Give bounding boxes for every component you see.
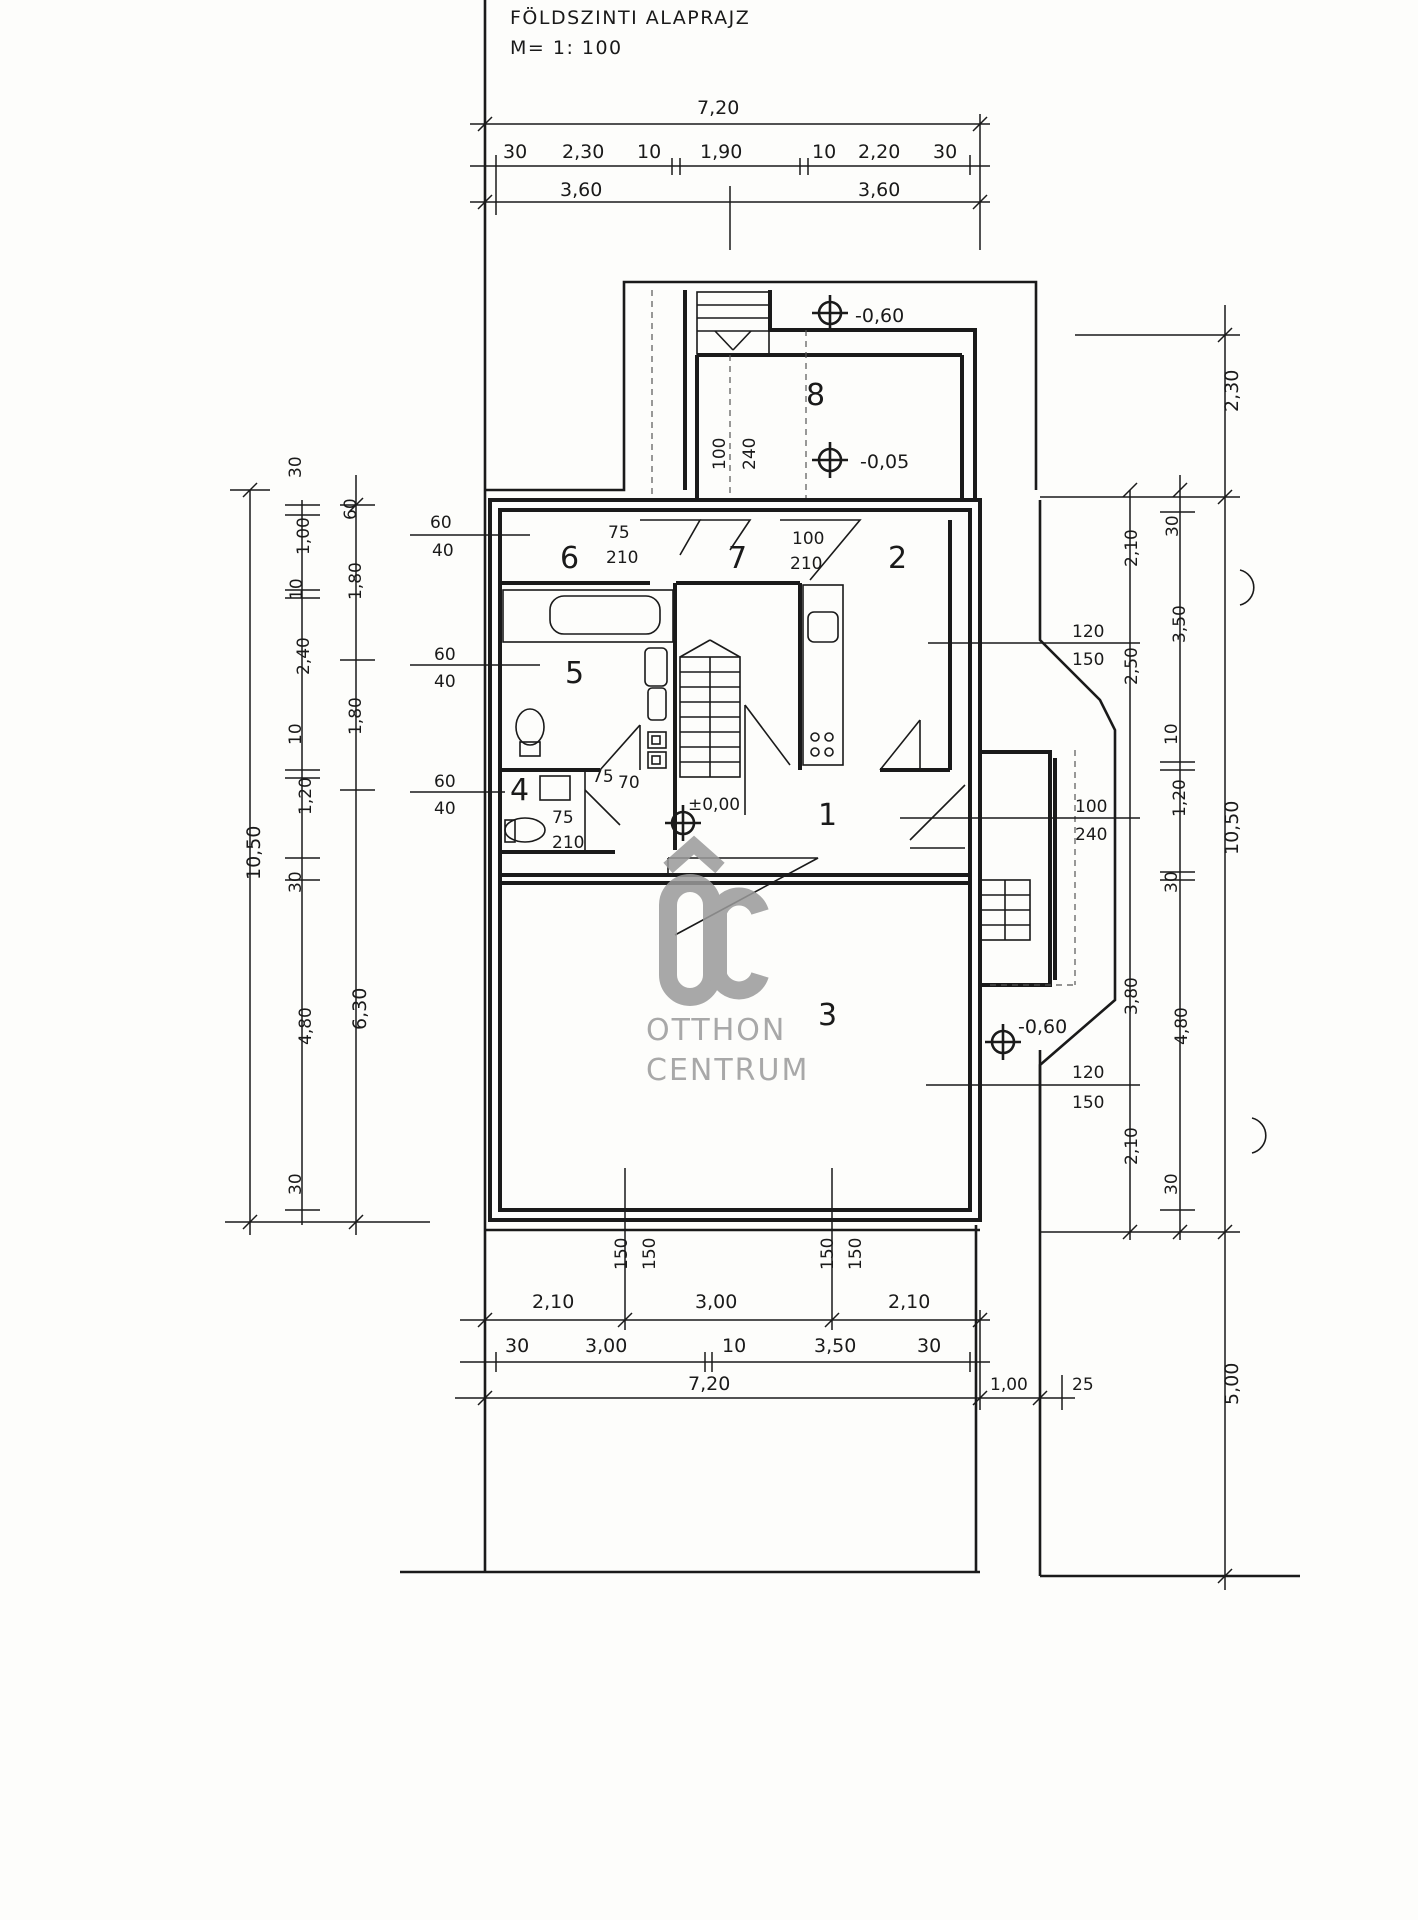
window-5-width: 60	[434, 645, 456, 665]
dim-right-inner: 30	[1162, 1173, 1182, 1195]
door-6-height: 210	[606, 548, 638, 568]
level-stair-top: -0,60	[855, 305, 904, 327]
window-2-width: 120	[1072, 622, 1104, 642]
dim-right-inner: 30	[1163, 515, 1183, 537]
window-3-height: 150	[1072, 1093, 1104, 1113]
dim-top-seg: 30	[503, 141, 527, 163]
dim-left-inner: 30	[286, 456, 306, 478]
dim-top-seg: 2,30	[562, 141, 604, 163]
dim-top-seg: 10	[637, 141, 661, 163]
dim-bottom-seg: 3,00	[585, 1335, 627, 1357]
dim-left-outer: 60	[341, 498, 361, 520]
dim-right-upper: 2,30	[1221, 370, 1243, 412]
sill-a-2: 150	[640, 1238, 660, 1270]
window-6-width: 60	[430, 513, 452, 533]
dim-bottom-seg: 30	[505, 1335, 529, 1357]
dim-top-half-right: 3,60	[858, 179, 900, 201]
door-4-leaf2: 70	[618, 773, 640, 793]
dim-bottom-seg: 10	[722, 1335, 746, 1357]
entry-window-height: 240	[1075, 825, 1107, 845]
watermark-monogram: OC	[0, 0, 2, 1]
dim-right-lower: 5,00	[1221, 1363, 1243, 1405]
dim-bottom-seg: 30	[917, 1335, 941, 1357]
stair-width: 100	[710, 438, 730, 470]
dim-left-inner: 10	[287, 578, 307, 600]
sill-a-1: 150	[612, 1238, 632, 1270]
dim-top-seg: 10	[812, 141, 836, 163]
room-1-label: 1	[818, 798, 837, 833]
dim-left-total: 10,50	[243, 826, 265, 880]
watermark-roof-icon	[663, 835, 725, 874]
level-entry: ±0,00	[688, 795, 740, 815]
dim-top-seg: 30	[933, 141, 957, 163]
dim-right-inner: 4,80	[1172, 1007, 1192, 1045]
door-6-width: 75	[608, 523, 630, 543]
watermark-line1: OTTHON	[646, 1013, 786, 1048]
window-2-height: 150	[1072, 650, 1104, 670]
dim-right-inner: 1,20	[1170, 779, 1190, 817]
door-4-width: 75	[552, 808, 574, 828]
dim-left-inner: 30	[286, 1173, 306, 1195]
sill-b-1: 150	[818, 1238, 838, 1270]
dim-left-inner: 4,80	[296, 1007, 316, 1045]
sill-b-2: 150	[846, 1238, 866, 1270]
dim-bottom-opening: 2,10	[888, 1291, 930, 1313]
room-6-label: 6	[560, 541, 579, 576]
entry-window-width: 100	[1075, 797, 1107, 817]
dim-right-inner: 10	[1162, 723, 1182, 745]
otthon-centrum-watermark: OC OTTHON CENTRUM	[0, 0, 809, 1088]
dim-bottom-side: 1,00	[990, 1375, 1028, 1395]
level-terrace: -0,60	[1018, 1016, 1067, 1038]
dim-left-inner: 1,20	[296, 777, 316, 815]
door-4-leaf: 75	[592, 767, 614, 787]
window-4-height: 40	[434, 799, 456, 819]
room-3-label: 3	[818, 998, 837, 1033]
dim-left-inner: 2,40	[294, 637, 314, 675]
dim-bottom-total: 7,20	[688, 1373, 730, 1395]
dim-left-outer: 1,80	[346, 697, 366, 735]
dim-left-inner: 30	[286, 871, 306, 893]
room-5-label: 5	[565, 656, 584, 691]
room-7-label: 7	[728, 541, 747, 576]
dim-top-total: 7,20	[697, 97, 739, 119]
dim-right-outer: 2,10	[1122, 529, 1142, 567]
door-2-height: 210	[790, 554, 822, 574]
dim-left-outer: 1,80	[346, 562, 366, 600]
watermark-line2: CENTRUM	[646, 1053, 809, 1088]
dim-top-seg: 2,20	[858, 141, 900, 163]
dim-left-inner: 1,00	[294, 517, 314, 555]
room-4-label: 4	[510, 773, 529, 808]
window-4-width: 60	[434, 772, 456, 792]
dim-left-outer: 6,30	[349, 988, 371, 1030]
dim-bottom-side2: 25	[1072, 1375, 1094, 1395]
dim-right-total: 10,50	[1221, 801, 1243, 855]
plan-title: FÖLDSZINTI ALAPRAJZ	[510, 6, 750, 29]
dim-right-outer: 3,80	[1122, 977, 1142, 1015]
plan-scale: M= 1: 100	[510, 37, 623, 59]
dim-right-outer: 2,10	[1122, 1127, 1142, 1165]
dim-right-inner: 30	[1162, 871, 1182, 893]
door-4-height: 210	[552, 833, 584, 853]
dim-top-seg: 1,90	[700, 141, 742, 163]
level-room-8: -0,05	[860, 451, 909, 473]
dim-bottom-seg: 3,50	[814, 1335, 856, 1357]
dim-top-half-left: 3,60	[560, 179, 602, 201]
dim-left-inner: 10	[286, 723, 306, 745]
dim-bottom-opening: 2,10	[532, 1291, 574, 1313]
dim-bottom-opening: 3,00	[695, 1291, 737, 1313]
dim-right-inner: 3,50	[1170, 605, 1190, 643]
dim-right-outer: 2,50	[1122, 647, 1142, 685]
room-8-label: 8	[806, 378, 825, 413]
stair-height: 240	[740, 438, 760, 470]
window-6-height: 40	[432, 541, 454, 561]
window-5-height: 40	[434, 672, 456, 692]
room-2-label: 2	[888, 541, 907, 576]
door-2-width: 100	[792, 529, 824, 549]
window-3-width: 120	[1072, 1063, 1104, 1083]
